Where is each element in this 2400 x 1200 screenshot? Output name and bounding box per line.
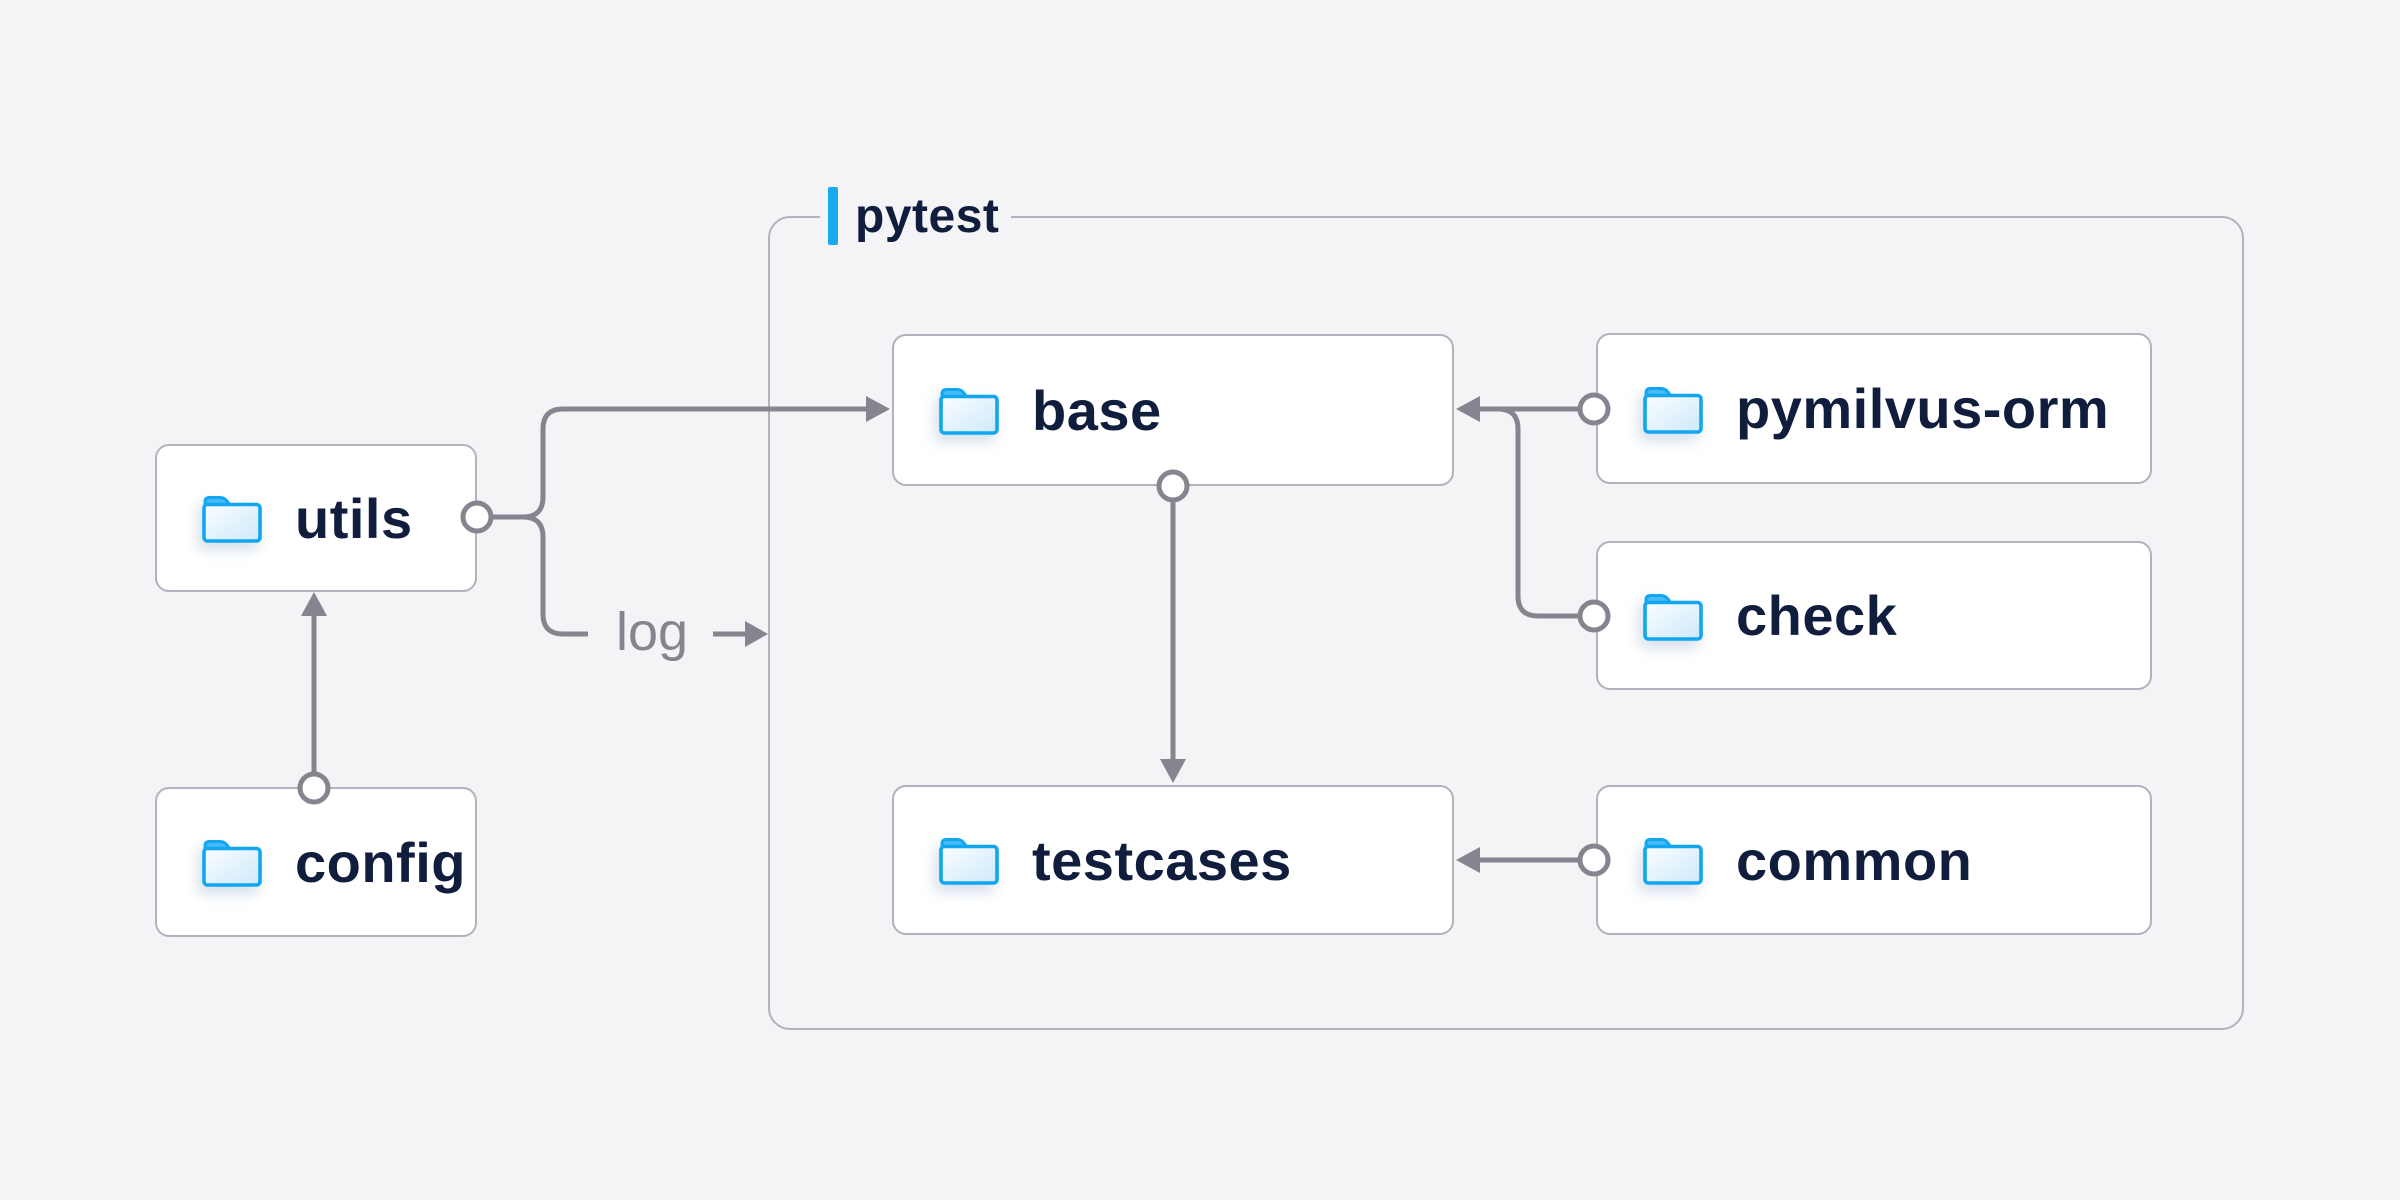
node-label: pymilvus-orm (1736, 377, 2110, 440)
arrowhead-right-log (745, 621, 768, 647)
accent-bar-icon (828, 187, 838, 245)
node-config: config (155, 787, 477, 937)
folder-icon (936, 383, 1002, 437)
node-pymilvus-orm: pymilvus-orm (1596, 333, 2152, 484)
node-label: check (1736, 584, 1898, 647)
edge-utils-log (522, 514, 588, 637)
folder-icon (1640, 382, 1706, 436)
node-utils: utils (155, 444, 477, 592)
edge-label-log: log (615, 602, 689, 662)
node-label: testcases (1032, 828, 1292, 892)
node-label: config (295, 830, 466, 894)
pytest-group-title: pytest (855, 189, 1000, 243)
pytest-group-label: pytest (820, 184, 1012, 248)
folder-icon (936, 833, 1002, 887)
folder-icon (1640, 589, 1706, 643)
node-base: base (892, 334, 1454, 486)
node-label: utils (295, 486, 413, 550)
node-check: check (1596, 541, 2152, 690)
node-common: common (1596, 785, 2152, 935)
pytest-group-box (768, 216, 2244, 1030)
arrowhead-up-utils (301, 592, 327, 616)
folder-icon (1640, 833, 1706, 887)
node-testcases: testcases (892, 785, 1454, 935)
node-label: base (1032, 378, 1162, 442)
node-label: common (1736, 828, 1973, 892)
folder-icon (199, 835, 265, 889)
folder-icon (199, 491, 265, 545)
